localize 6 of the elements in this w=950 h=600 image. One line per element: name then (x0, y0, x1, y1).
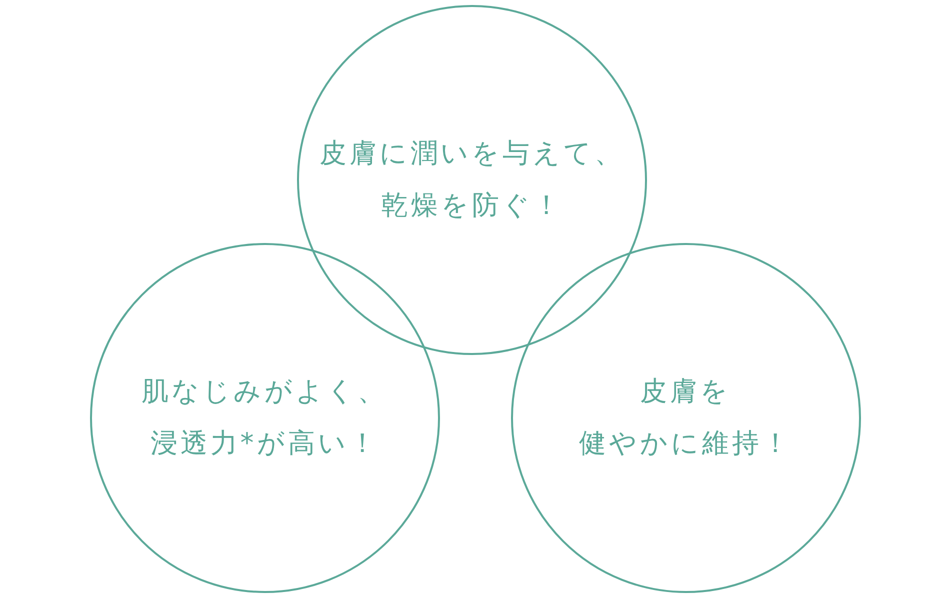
venn-circle (510, 243, 860, 593)
venn-circle (90, 243, 440, 593)
benefit-text: 肌なじみがよく、浸透力*が高い！ (142, 375, 388, 461)
benefit-text: 皮膚に潤いを与えて、乾燥を防ぐ！ (320, 137, 624, 223)
benefit-text: 皮膚を健やかに維持！ (579, 375, 792, 461)
venn-circle (297, 5, 647, 355)
